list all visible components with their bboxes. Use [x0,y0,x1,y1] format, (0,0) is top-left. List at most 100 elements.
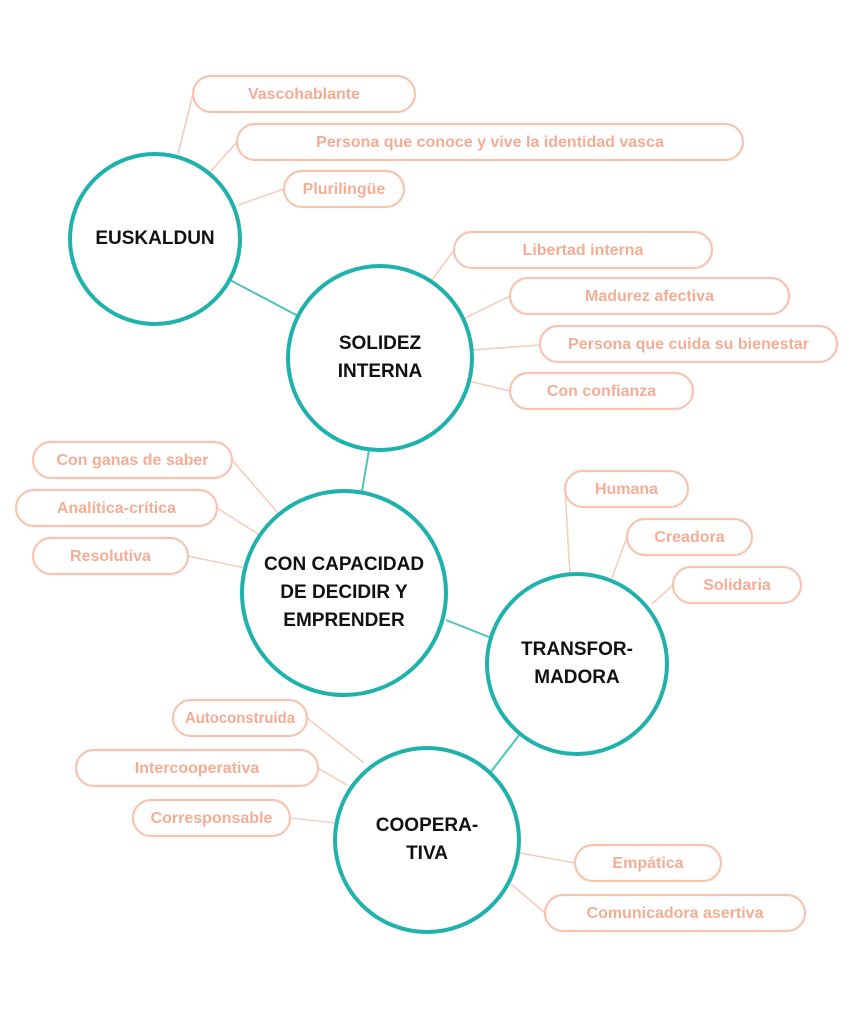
pill-outline [131,798,292,838]
pill-persona-que-cuida-su-bienestar: Persona que cuida su bienestar [538,324,839,364]
hub-label-line: INTERNA [338,361,423,382]
pill-label: Intercooperativa [135,760,260,777]
pill-label: Persona que cuida su bienestar [568,336,809,353]
leaf-link-empatica [519,852,576,864]
pill-outline [14,488,219,528]
leaf-link-libertad-interna [431,249,455,281]
leaf-link-autoconstruida [306,717,365,764]
hub-label-line: TRANSFOR- [521,639,633,660]
pill-outline [171,698,309,738]
leaf-link-solidaria [651,584,674,605]
hub-link-solidez-interna-to-capacidad-decidir [361,449,370,492]
leaf-link-con-ganas-de-saber [231,459,279,514]
hub-capacidad-decidir: CON CAPACIDAD DE DECIDIR Y EMPRENDER [240,489,448,697]
hub-circle [240,489,448,697]
pill-label: Analítica-crítica [57,500,176,517]
pill-outline [191,74,417,114]
hub-label-line: MADORA [534,667,620,688]
pill-outline [452,230,714,270]
hub-label-line: COOPERA- [376,815,478,836]
pill-label: Con ganas de saber [56,452,208,469]
pill-outline [282,169,406,209]
pill-outline [508,276,791,316]
pill-outline [538,324,839,364]
leaf-link-resolutiva [187,555,246,569]
pill-label: Resolutiva [70,548,151,565]
hub-circle [485,572,669,756]
leaf-link-vascohablante [177,93,194,155]
pill-label: Corresponsable [151,810,273,827]
hub-label-line: SOLIDEZ [339,333,422,354]
pill-label: Con confianza [547,383,656,400]
leaf-link-persona-que-conoce-y-vive-la-identidad-vasca [209,141,238,173]
hub-link-transformadora-to-cooperativa [489,733,521,774]
leaf-link-comunicadora-asertiva [510,883,546,914]
pill-con-confianza: Con confianza [508,371,695,411]
hub-circle [68,152,242,326]
pill-outline [563,469,690,509]
pill-comunicadora-asertiva: Comunicadora asertiva [543,893,807,933]
leaf-link-analitica-critica [216,507,259,535]
pill-analitica-critica: Analítica-crítica [14,488,219,528]
hub-connections [229,279,521,774]
pill-intercooperativa: Intercooperativa [74,748,320,788]
hub-cooperativa: COOPERA- TIVA [333,746,521,934]
hub-link-capacidad-decidir-to-transformadora [445,619,490,638]
pill-persona-que-conoce-y-vive-la-identidad-vasca: Persona que conoce y vive la identidad v… [235,122,745,162]
pill-outline [671,565,803,605]
pill-label: Vascohablante [248,86,360,103]
pill-outline [74,748,320,788]
leaf-link-humana [564,488,571,576]
hub-transformadora: TRANSFOR- MADORA [485,572,669,756]
pill-label: Creadora [654,529,724,546]
leaf-link-madurez-afectiva [464,295,511,319]
leaf-link-creadora [611,536,628,579]
hub-label-line: EMPRENDER [283,610,405,631]
pill-madurez-afectiva: Madurez afectiva [508,276,791,316]
pill-corresponsable: Corresponsable [131,798,292,838]
hub-circle [286,264,474,452]
leaf-link-intercooperativa [317,767,348,786]
leaf-link-corresponsable [289,817,337,824]
pill-vascohablante: Vascohablante [191,74,417,114]
hub-euskaldun: EUSKALDUN [68,152,242,326]
pill-label: Persona que conoce y vive la identidad v… [316,134,664,151]
leaf-link-con-confianza [467,380,511,392]
pill-label: Libertad interna [523,242,644,259]
leaf-connections [177,93,674,914]
leaf-link-persona-que-cuida-su-bienestar [471,344,541,351]
pill-outline [31,440,234,480]
pill-label: Autoconstruida [185,710,295,727]
leaf-link-plurilingue [237,188,285,206]
pill-outline [543,893,807,933]
pill-label: Solidaria [703,577,771,594]
pill-plurilingue: Plurilingüe [282,169,406,209]
pill-humana: Humana [563,469,690,509]
hub-label-line: EUSKALDUN [95,228,214,249]
hub-solidez-interna: SOLIDEZ INTERNA [286,264,474,452]
hub-label-line: TIVA [406,843,448,864]
pill-label: Empática [612,855,683,872]
pill-creadora: Creadora [625,517,754,557]
hub-circles: EUSKALDUN SOLIDEZ INTERNA CON CAPACIDAD DE D… [68,152,669,934]
hub-label-line: DE DECIDIR Y [280,582,408,603]
pill-resolutiva: Resolutiva [31,536,190,576]
pill-outline [508,371,695,411]
pill-outline [31,536,190,576]
pill-autoconstruida: Autoconstruida [171,698,309,738]
hub-link-euskaldun-to-solidez-interna [229,279,301,318]
pill-libertad-interna: Libertad interna [452,230,714,270]
pill-label: Plurilingüe [303,181,386,198]
pill-outline [625,517,754,557]
pill-outline [573,843,723,883]
pill-solidaria: Solidaria [671,565,803,605]
pill-outline [235,122,745,162]
pill-label: Humana [595,481,658,498]
pill-con-ganas-de-saber: Con ganas de saber [31,440,234,480]
pill-label: Madurez afectiva [585,288,714,305]
hub-label-line: CON CAPACIDAD [264,554,424,575]
pill-label: Comunicadora asertiva [587,905,764,922]
